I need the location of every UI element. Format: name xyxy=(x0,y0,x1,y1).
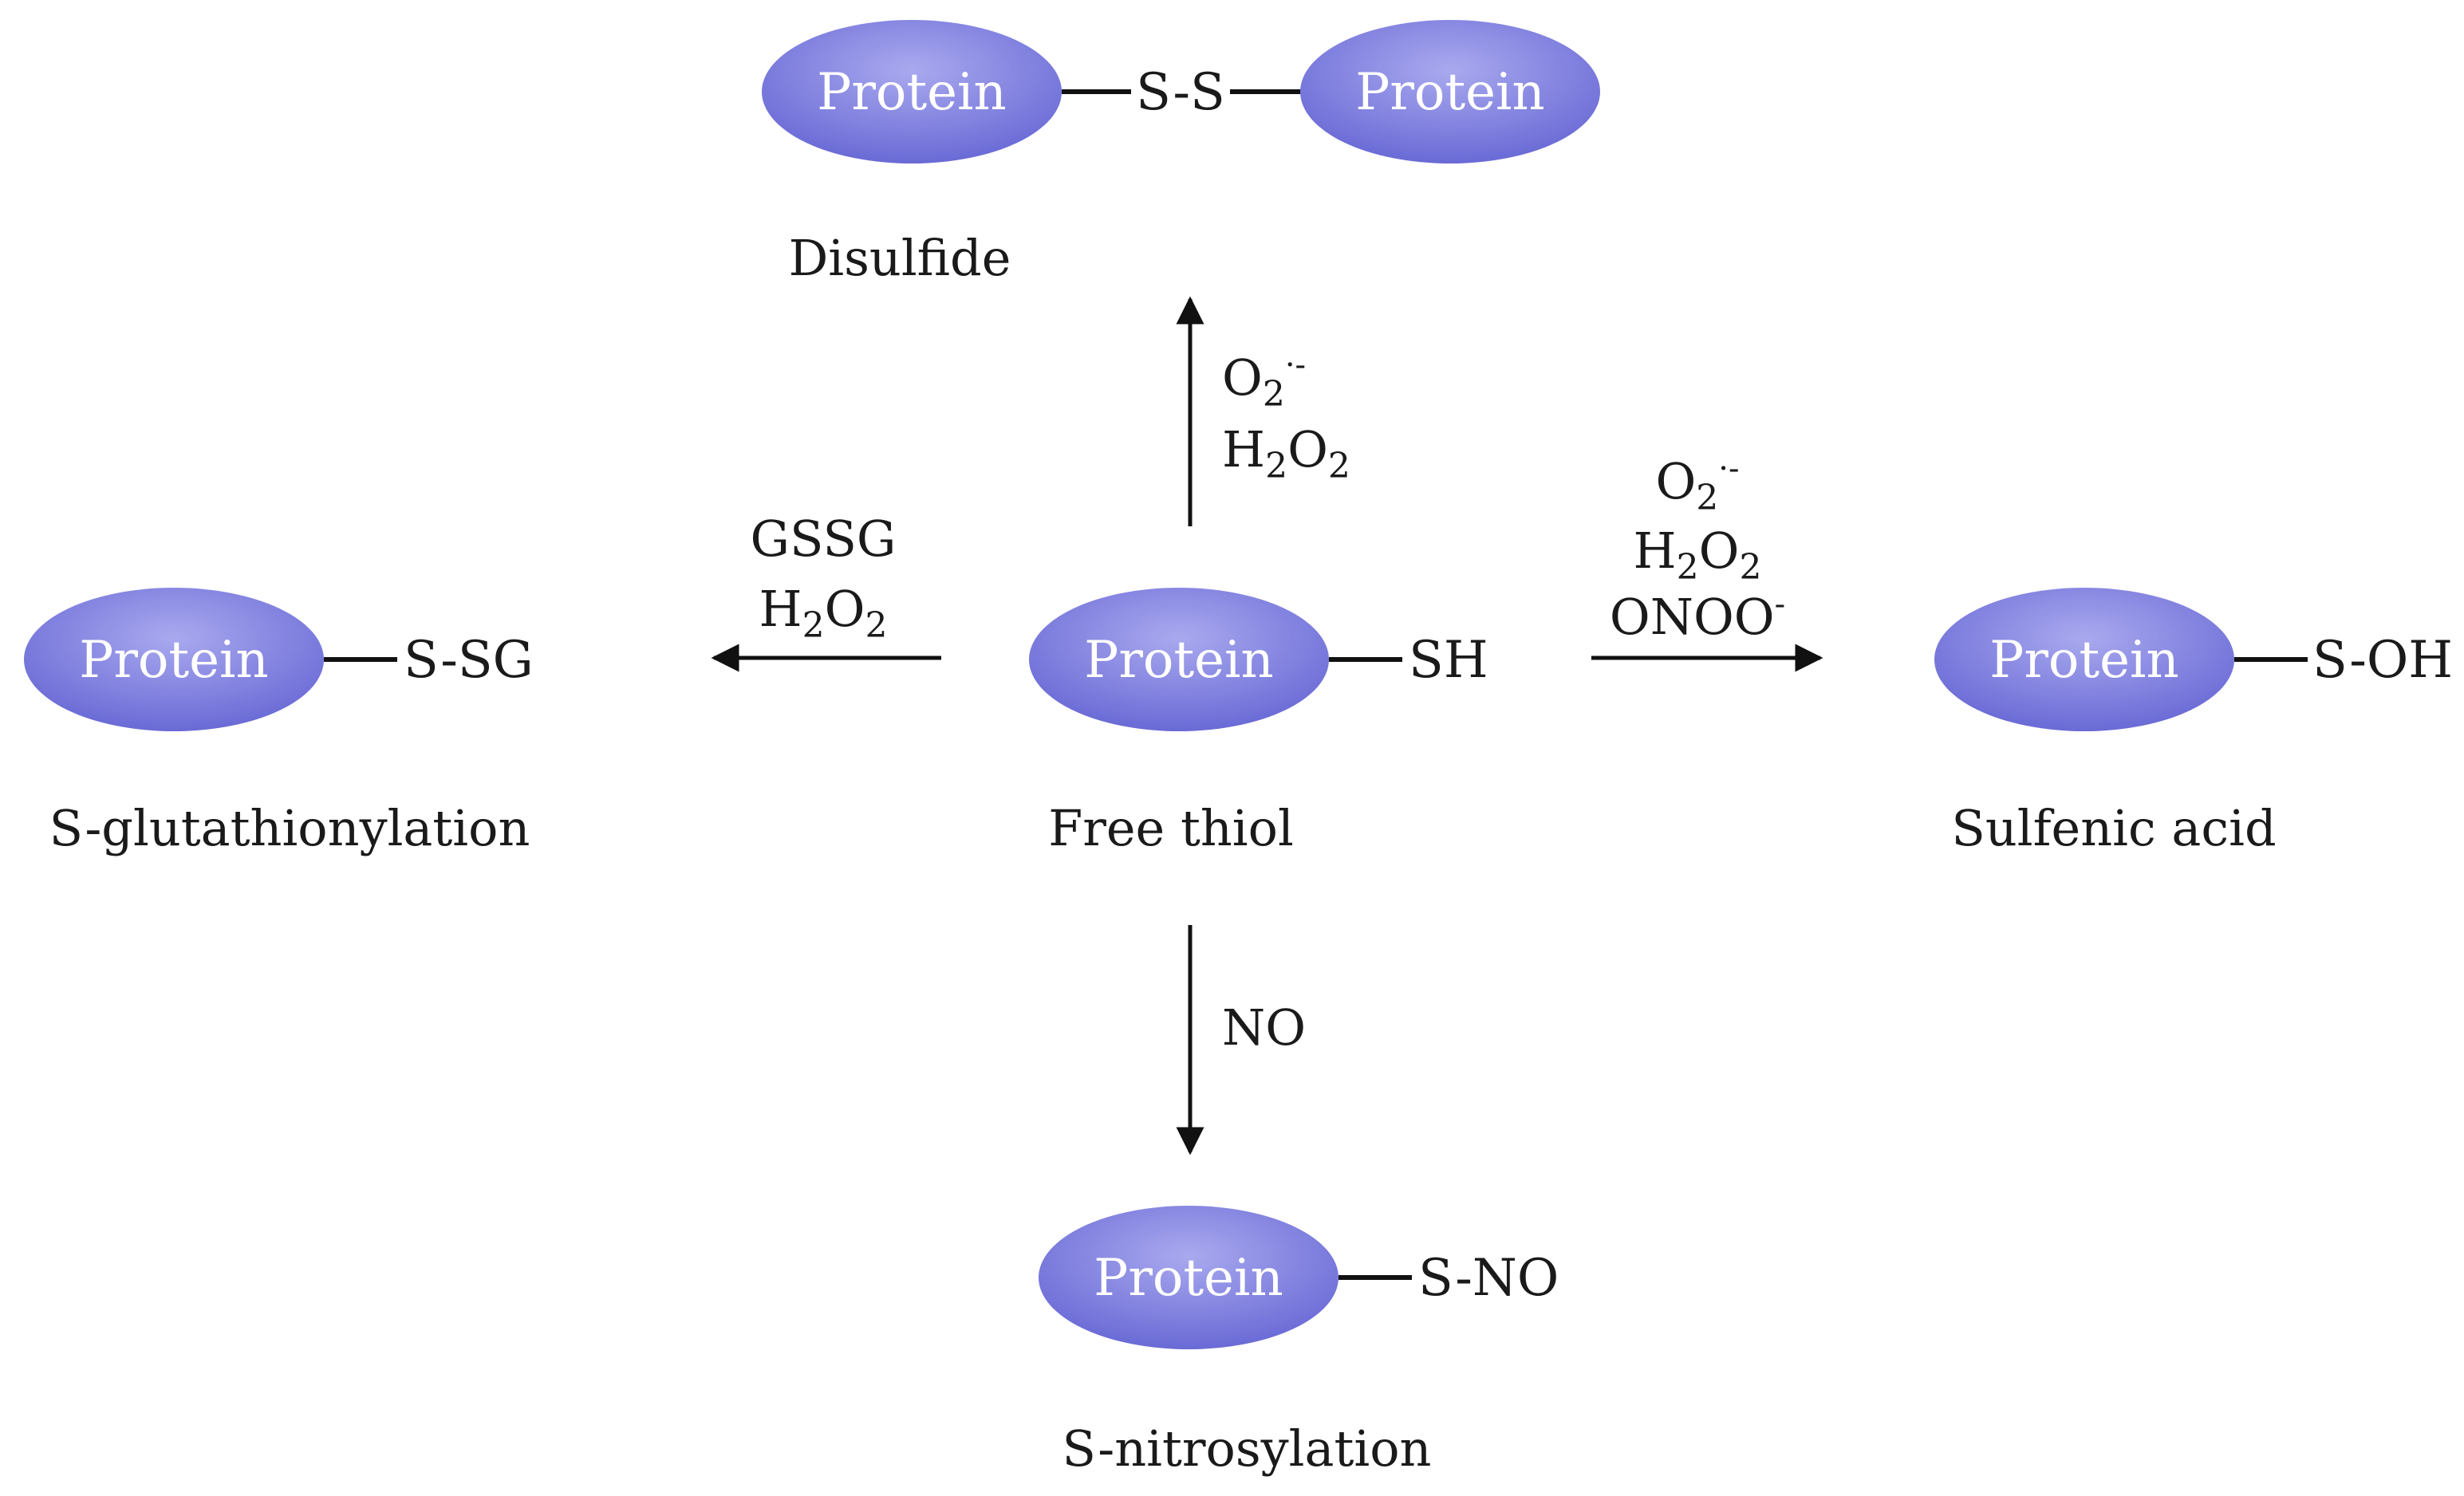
nitrosylation-reagent-1: NO xyxy=(1222,998,1306,1057)
nitrosylation-structure: Protein S-NO xyxy=(1039,1206,1559,1349)
protein-label: Protein xyxy=(1094,1249,1283,1308)
sulfenic-group: S-OH xyxy=(2312,631,2453,690)
nitrosylation-caption: S-nitrosylation xyxy=(1062,1419,1432,1478)
sulfenic-reagent-2: H2O2 xyxy=(1634,522,1762,588)
protein-label: Protein xyxy=(1989,631,2178,690)
glutathionylation-structure: Protein S-SG xyxy=(24,588,534,731)
protein-label: Protein xyxy=(817,63,1006,122)
protein-label: Protein xyxy=(1084,631,1273,690)
disulfide-structure: Protein S-S Protein xyxy=(762,20,1600,163)
disulfide-caption: Disulfide xyxy=(789,229,1011,287)
glutathionylation-reagent-2: H2O2 xyxy=(759,580,888,646)
protein-ellipse-center xyxy=(1029,588,1329,731)
nitrosylation-group: S-NO xyxy=(1418,1249,1559,1308)
thiol-group: SH xyxy=(1409,631,1488,690)
protein-label: Protein xyxy=(79,631,268,690)
free-thiol-structure: Protein SH xyxy=(1029,588,1488,731)
protein-ellipse-nitrosylation xyxy=(1039,1206,1338,1349)
disulfide-reagent-1: O2·- xyxy=(1222,347,1306,415)
glutathionylation-caption: S-glutathionylation xyxy=(49,799,530,857)
glutathionylation-group: S-SG xyxy=(404,631,534,690)
free-thiol-caption: Free thiol xyxy=(1048,799,1294,857)
protein-ellipse-disulfide-right xyxy=(1300,20,1600,163)
sulfenic-reagent-1: O2·- xyxy=(1655,451,1739,518)
protein-ellipse-glutathionylation xyxy=(24,588,324,731)
protein-ellipse-disulfide-left xyxy=(762,20,1062,163)
sulfenic-caption: Sulfenic acid xyxy=(1951,799,2276,857)
sulfenic-reagent-3: ONOO- xyxy=(1610,586,1785,646)
disulfide-reagent-2: H2O2 xyxy=(1222,420,1350,486)
sulfenic-structure: Protein S-OH xyxy=(1934,588,2453,731)
disulfide-group: S-S xyxy=(1136,63,1225,122)
protein-ellipse-sulfenic xyxy=(1934,588,2234,731)
glutathionylation-reagent-1: GSSG xyxy=(751,510,897,568)
protein-label: Protein xyxy=(1355,63,1544,122)
